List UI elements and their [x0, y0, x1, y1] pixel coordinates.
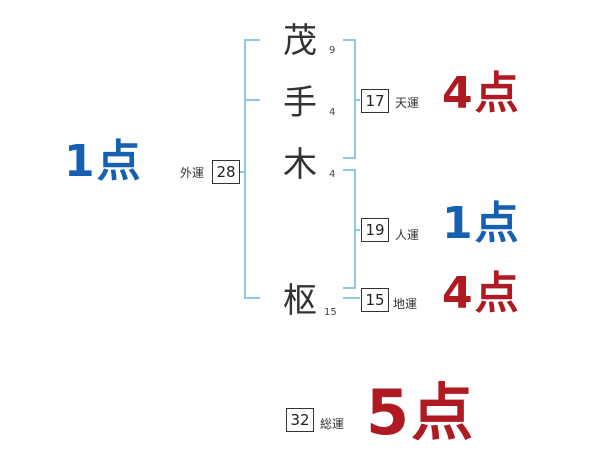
souun-value-box: 32: [286, 408, 314, 432]
tenun-label: 天運: [395, 96, 420, 110]
name-char-2: 手: [283, 83, 317, 123]
chiun-score: 4点: [442, 268, 521, 319]
name-char-1: 茂: [283, 21, 317, 61]
tenun-bracket: [343, 39, 356, 159]
outer-bracket: [244, 39, 260, 299]
stroke-count-2: 4: [329, 107, 336, 118]
souun-score: 5点: [366, 376, 476, 449]
chiun-label: 地運: [393, 297, 418, 311]
jinun-label: 人運: [395, 228, 420, 242]
gaiun-score: 1点: [64, 136, 143, 187]
tenun-score: 4点: [442, 68, 521, 119]
name-char-4: 枢: [283, 281, 317, 321]
tenun-value-box: 17: [361, 89, 389, 113]
souun-label: 総運: [320, 417, 345, 431]
jinun-bracket: [343, 169, 356, 289]
stroke-count-3: 4: [329, 169, 336, 180]
stroke-count-1: 9: [329, 45, 336, 56]
gaiun-value-box: 28: [212, 160, 240, 184]
chiun-value-box: 15: [361, 288, 389, 312]
jinun-score: 1点: [442, 198, 521, 249]
stroke-count-4: 15: [324, 307, 337, 318]
gaiun-label: 外運: [180, 166, 205, 180]
name-char-3: 木: [283, 145, 317, 185]
jinun-value-box: 19: [361, 218, 389, 242]
